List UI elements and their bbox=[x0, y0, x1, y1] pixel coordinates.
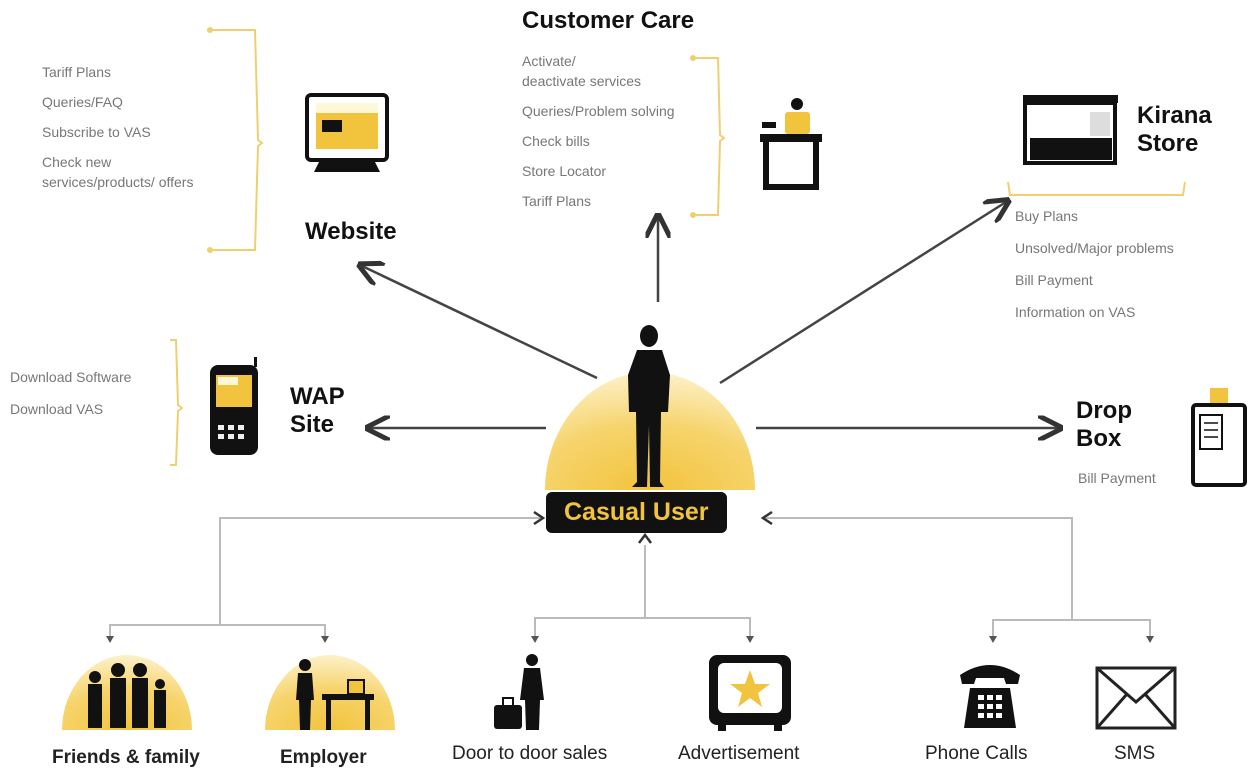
list-item: Information on VAS bbox=[1015, 304, 1136, 320]
customer-care-bracket bbox=[693, 57, 726, 216]
kirana-title-line2: Store bbox=[1137, 130, 1199, 158]
kirana-bracket bbox=[1007, 181, 1186, 196]
list-item: Check bills bbox=[522, 133, 590, 149]
dropbox-title-line2: Box bbox=[1076, 425, 1122, 453]
kirana-title: Kirana Store bbox=[1137, 102, 1212, 159]
wap-title: WAP Site bbox=[290, 383, 345, 440]
user-silhouette-icon bbox=[628, 325, 670, 487]
list-item: Bill Payment bbox=[1015, 272, 1093, 288]
list-item: Store Locator bbox=[522, 163, 607, 179]
website-list: Tariff Plans Queries/FAQ Subscribe to VA… bbox=[42, 64, 193, 190]
list-item: Tariff Plans bbox=[42, 64, 111, 80]
website-title: Website bbox=[305, 218, 397, 245]
kirana-store-icon bbox=[1023, 95, 1118, 165]
list-item: Unsolved/Major problems bbox=[1015, 240, 1174, 256]
list-item: Download VAS bbox=[10, 401, 104, 417]
wap-title-line1: WAP bbox=[290, 383, 345, 410]
wap-bracket bbox=[170, 339, 184, 466]
employer-icon bbox=[265, 655, 395, 730]
list-item: Activate/ bbox=[522, 53, 576, 69]
website-bracket bbox=[210, 29, 264, 251]
advertisement-label: Advertisement bbox=[678, 743, 800, 764]
drop-box-icon bbox=[1191, 388, 1247, 487]
sms-label: SMS bbox=[1114, 743, 1156, 764]
list-item: Buy Plans bbox=[1015, 208, 1079, 224]
customer-care-title: Customer Care bbox=[522, 7, 695, 34]
arrow-to-website bbox=[362, 266, 598, 380]
door-to-door-label: Door to door sales bbox=[452, 743, 608, 764]
list-item: Check new bbox=[42, 154, 112, 170]
list-item: Queries/Problem solving bbox=[522, 103, 675, 119]
customer-care-list: Activate/ deactivate services Queries/Pr… bbox=[522, 53, 675, 209]
list-item: Download Software bbox=[10, 369, 132, 385]
telephone-icon bbox=[960, 665, 1020, 728]
kirana-list: Buy Plans Unsolved/Major problems Bill P… bbox=[1015, 208, 1174, 320]
casual-user-label: Casual User bbox=[546, 492, 727, 533]
customer-care-desk-icon bbox=[760, 98, 822, 190]
tv-advertisement-icon bbox=[709, 655, 791, 731]
list-item: deactivate services bbox=[522, 73, 642, 89]
list-item: Queries/FAQ bbox=[42, 94, 123, 110]
list-item: Subscribe to VAS bbox=[42, 124, 151, 140]
envelope-icon bbox=[1095, 666, 1177, 730]
dropbox-title-line1: Drop bbox=[1076, 397, 1132, 424]
kirana-title-line1: Kirana bbox=[1137, 102, 1212, 129]
phone-calls-label: Phone Calls bbox=[925, 743, 1028, 764]
arrow-to-kirana bbox=[719, 202, 1006, 385]
family-icon bbox=[62, 655, 192, 730]
list-item: Tariff Plans bbox=[522, 193, 591, 209]
list-item: services/products/ offers bbox=[42, 174, 194, 190]
wap-title-line2: Site bbox=[290, 411, 335, 439]
mobile-phone-icon bbox=[210, 357, 258, 455]
monitor-icon bbox=[305, 93, 389, 172]
employer-label: Employer bbox=[280, 747, 367, 768]
dropbox-title: Drop Box bbox=[1076, 397, 1132, 454]
wap-list: Download Software Download VAS bbox=[10, 369, 131, 417]
dropbox-item: Bill Payment bbox=[1078, 470, 1156, 486]
salesman-icon bbox=[494, 654, 544, 730]
friends-family-label: Friends & family bbox=[52, 747, 200, 768]
